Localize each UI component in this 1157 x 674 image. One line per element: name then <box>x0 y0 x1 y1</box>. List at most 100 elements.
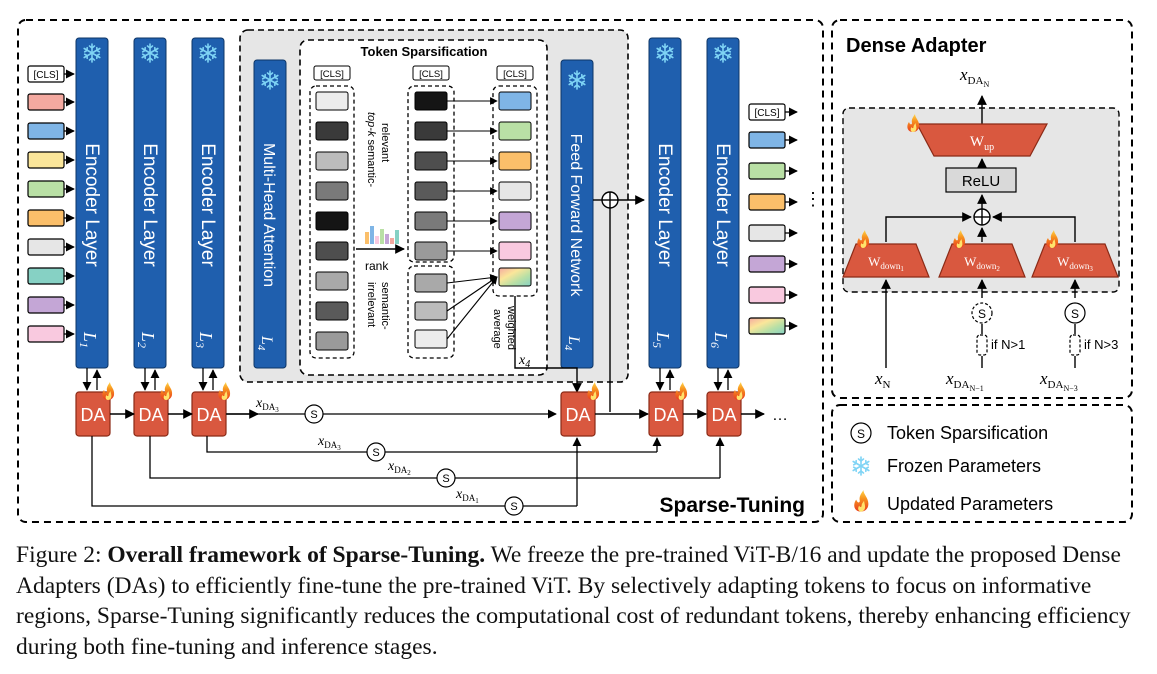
adapter-input-label: xDAN−1 <box>945 369 984 393</box>
ts-ranked-token <box>414 121 448 141</box>
w-down-block-2: Wdown2 <box>938 230 1026 278</box>
mha-label: Multi-Head Attention <box>260 143 277 287</box>
semantic-irrelevant-label-1: semantic- <box>379 282 391 330</box>
encoder-layer-label: Encoder Layer <box>197 143 218 267</box>
rank-label: rank <box>365 259 389 273</box>
dense-adapter-title: Dense Adapter <box>846 35 987 57</box>
figure-caption: Figure 2: Overall framework of Sparse-Tu… <box>16 540 1144 662</box>
svg-text:Wup: Wup <box>970 134 994 153</box>
ts-token <box>315 241 349 261</box>
dense-adapter-block: DA <box>560 382 600 437</box>
output-token <box>748 162 786 180</box>
svg-text:S: S <box>442 473 449 485</box>
ts-token <box>315 211 349 231</box>
output-token <box>748 193 786 211</box>
skip-label: xDA3 <box>255 396 279 414</box>
input-tokens: [CLS] <box>27 65 75 343</box>
mha-layer-index: L4 <box>255 335 275 351</box>
encoder-layer-label: Encoder Layer <box>139 143 160 267</box>
adapter-s-node-3: S <box>1064 302 1086 324</box>
encoder-layer-label: Encoder Layer <box>712 143 733 267</box>
legend-frozen: Frozen Parameters <box>887 456 1041 476</box>
w-down-block-1: Wdown1 <box>842 230 930 278</box>
input-token <box>27 238 65 256</box>
ts-ranked-token <box>414 151 448 171</box>
skip-sparsify-node: S <box>436 468 456 488</box>
main-flow-lines <box>514 195 645 412</box>
svg-text:S: S <box>857 427 865 441</box>
adapter-add-icon <box>973 208 991 226</box>
skip-sparsify-node: S <box>504 496 524 516</box>
ts-token <box>315 271 349 291</box>
adapter-input-label: xDAN−3 <box>1039 369 1078 393</box>
caption-prefix: Figure 2: <box>16 542 108 568</box>
input-cls-label: [CLS] <box>33 70 58 81</box>
ts-ranked-token <box>414 329 448 349</box>
encoder-layer-index: L3 <box>193 331 216 348</box>
input-token <box>27 209 65 227</box>
feed-forward-network-block: Feed Forward Network L4 <box>560 59 594 369</box>
legend-updated: Updated Parameters <box>887 494 1053 514</box>
svg-text:DA: DA <box>565 405 590 425</box>
skip-label: xDA1 <box>455 487 479 505</box>
svg-text:S: S <box>1071 307 1079 321</box>
ts-ranked-token <box>414 273 448 293</box>
legend-panel <box>831 404 1133 523</box>
input-token <box>27 151 65 169</box>
skip-sparsify-node: S <box>366 442 386 462</box>
ts-selected-token <box>498 241 532 261</box>
semantic-irrelevant-label-2: irrelevant <box>365 282 377 327</box>
relu-label: ReLU <box>962 173 1000 190</box>
legend-token-sparsification: Token Sparsification <box>887 423 1048 443</box>
input-token <box>27 122 65 140</box>
adapter-s-node-2: S <box>971 302 993 324</box>
svg-text:S: S <box>978 307 986 321</box>
ts-selected-token <box>498 211 532 231</box>
ts-selected-token <box>498 151 532 171</box>
w-up-block: Wup <box>907 114 1048 157</box>
svg-text:S: S <box>310 409 317 421</box>
token-columns: [CLS] [CLS] [CLS] <box>309 65 538 359</box>
dense-adapter-block: DA <box>133 382 173 437</box>
encoder-layer-index: L1 <box>77 331 100 348</box>
skip-connections <box>91 409 725 507</box>
sparse-tuning-title: Sparse-Tuning <box>660 494 805 517</box>
encoder-layer-index: L2 <box>135 331 158 348</box>
svg-text:DA: DA <box>653 405 678 425</box>
ts-token <box>315 151 349 171</box>
skip-sparsify-node: S <box>304 404 324 424</box>
caption-title: Overall framework of Sparse-Tuning. <box>107 542 486 568</box>
ts-col2-cls: [CLS] <box>419 69 443 80</box>
legend: S Token Sparsification Frozen Parameters… <box>850 422 1053 514</box>
topk-label: top-ksemantic- <box>365 112 377 187</box>
ts-token <box>315 121 349 141</box>
svg-text:DA: DA <box>80 405 105 425</box>
encoder-layer-index: L5 <box>650 331 673 348</box>
condition-n3: if N>3 <box>1084 337 1118 352</box>
x4-label: x4 <box>518 353 530 370</box>
ts-ranked-token <box>414 91 448 111</box>
ts-ranked-token <box>414 181 448 201</box>
ts-selected-token <box>498 91 532 111</box>
average-label: average <box>491 309 503 349</box>
input-token <box>27 296 65 314</box>
da-output-label: xDAN <box>959 65 989 89</box>
svg-text:Wdown1: Wdown1 <box>868 254 904 273</box>
rank-bar-icon <box>365 226 399 244</box>
svg-text:S: S <box>510 501 517 513</box>
svg-text:Wdown3: Wdown3 <box>1057 254 1093 273</box>
adapter-input-label: xN <box>874 369 891 391</box>
ts-token <box>315 331 349 351</box>
output-token <box>748 224 786 242</box>
ts-ranked-token <box>414 211 448 231</box>
svg-text:DA: DA <box>711 405 736 425</box>
input-token <box>27 325 65 343</box>
output-ellipsis: ⋮ <box>804 189 822 209</box>
ts-col1-cls: [CLS] <box>320 69 344 80</box>
ts-ranked-token <box>414 301 448 321</box>
svg-text:DA: DA <box>138 405 163 425</box>
ffn-layer-index: L4 <box>562 335 582 351</box>
da-ellipsis: … <box>772 407 788 424</box>
